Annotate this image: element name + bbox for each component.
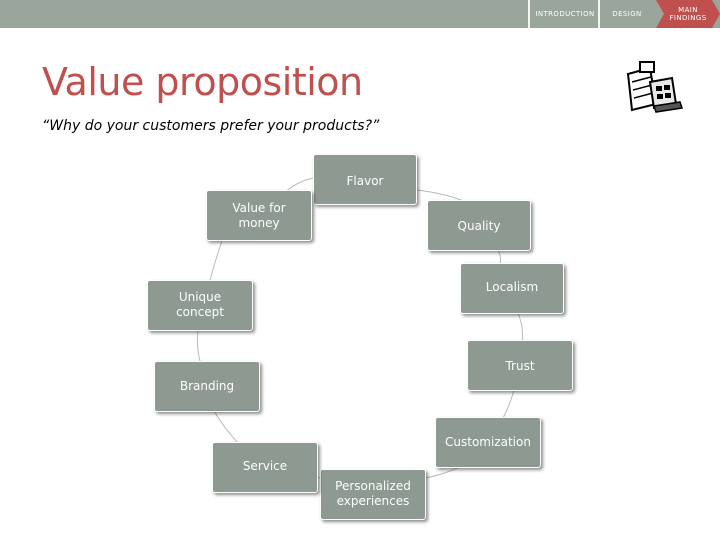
node-trust-label: Trust: [505, 359, 535, 373]
nav-main-findings[interactable]: MAIN FINDINGS: [669, 6, 707, 22]
node-unique-concept-label: Unique concept: [176, 290, 224, 319]
cash-register-icon: [626, 61, 683, 113]
connector-branding-unique: [196, 329, 201, 362]
connector-unique-value: [209, 240, 223, 281]
node-customization-label: Customization: [445, 435, 531, 449]
node-trust: Trust: [467, 340, 573, 391]
connector-quality-localism: [497, 249, 502, 265]
node-unique-concept: Unique concept: [147, 280, 253, 331]
node-flavor: Flavor: [313, 154, 417, 205]
top-navigation-bar: INTRODUCTION DESIGN MAIN FINDINGS: [0, 0, 720, 28]
connector-service-branding: [213, 410, 239, 444]
nav-separator: [528, 0, 530, 28]
connector-localism-trust: [517, 312, 523, 342]
nav-introduction[interactable]: INTRODUCTION: [535, 10, 595, 18]
node-branding-label: Branding: [179, 379, 235, 393]
node-personalized-experiences-label: Personalized experiences: [335, 479, 411, 508]
node-personalized-experiences: Personalized experiences: [320, 469, 426, 520]
node-quality: Quality: [427, 200, 531, 251]
node-value-for-money-label: Value for money: [232, 201, 286, 230]
node-flavor-label: Flavor: [346, 174, 384, 188]
nav-active-marker: [656, 0, 720, 28]
page-subtitle: “Why do your customers prefer your produ…: [42, 118, 380, 134]
node-customization: Customization: [435, 417, 541, 468]
node-service: Service: [212, 442, 318, 493]
page-title: Value proposition: [42, 60, 363, 104]
node-quality-label: Quality: [457, 219, 501, 233]
node-branding: Branding: [154, 361, 260, 412]
node-service-label: Service: [242, 459, 288, 473]
nav-separator: [598, 0, 600, 28]
connector-trust-customization: [502, 389, 515, 419]
node-value-for-money: Value for money: [206, 190, 312, 241]
node-localism: Localism: [460, 263, 564, 314]
node-localism-label: Localism: [485, 280, 539, 294]
nav-design[interactable]: DESIGN: [612, 10, 642, 18]
